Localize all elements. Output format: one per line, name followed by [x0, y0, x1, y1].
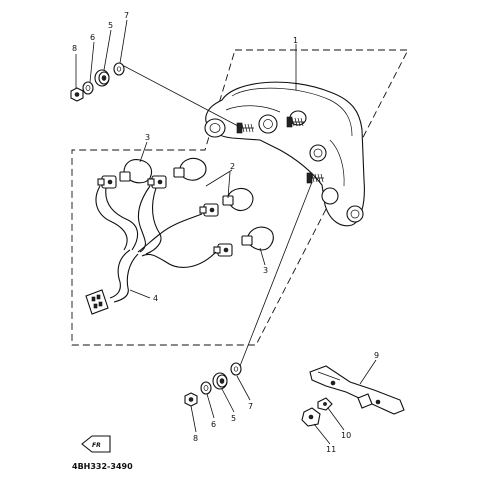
callout-5-upper: 5	[108, 21, 113, 30]
bulb-2-upper	[173, 157, 207, 181]
callout-numbers: 1 2 3 3 4 8 6 5 7 9 10 11 8 6 5 7	[72, 11, 379, 454]
lower-fastener-set	[184, 181, 313, 407]
housing-stud-left	[236, 122, 254, 134]
callout-5-lower: 5	[231, 414, 236, 423]
socket-upper-mid	[147, 175, 167, 189]
callout-11: 11	[326, 445, 336, 454]
bulb-3-lower	[241, 226, 274, 251]
front-arrow-icon: FR	[81, 435, 111, 453]
callout-7-lower: 7	[248, 402, 253, 411]
bulb-3-upper	[119, 159, 153, 184]
svg-text:FR: FR	[92, 442, 101, 449]
callout-6-lower: 6	[211, 420, 216, 429]
callout-3-lower: 3	[263, 266, 268, 275]
nut-8-upper	[70, 87, 84, 102]
bracket-9	[309, 365, 405, 415]
wire-harness	[85, 175, 233, 315]
callout-9: 9	[374, 351, 379, 360]
bulb-2-lower	[222, 187, 254, 212]
callout-10: 10	[341, 431, 351, 440]
callout-2: 2	[230, 162, 235, 171]
callout-6-upper: 6	[90, 33, 95, 42]
nut-8-lower	[184, 392, 198, 407]
grommet-5-lower	[212, 372, 228, 390]
leader-lines	[75, 19, 377, 445]
washer-7-upper	[113, 62, 125, 76]
upper-fastener-set	[70, 62, 239, 127]
callout-1: 1	[293, 36, 298, 45]
callout-3-upper: 3	[145, 133, 150, 142]
assembly-boundary	[71, 49, 409, 346]
spacer-6-lower	[200, 381, 212, 395]
callout-8-upper: 8	[72, 44, 77, 53]
nut-11	[301, 407, 321, 427]
washer-7-lower	[230, 362, 242, 376]
socket-upper-left	[97, 175, 117, 189]
part-code: 4BH332-3490	[72, 462, 133, 471]
socket-lower	[213, 243, 233, 257]
callout-7-upper: 7	[124, 11, 129, 20]
housing-stud-mid	[286, 116, 304, 128]
callout-8-lower: 8	[193, 434, 198, 443]
socket-mid-right	[199, 203, 219, 217]
nut-10	[317, 397, 333, 411]
tail-light-housing	[204, 81, 365, 227]
grommet-5-upper	[94, 69, 110, 87]
harness-connector	[85, 289, 109, 315]
spacer-6-upper	[82, 81, 94, 95]
callout-4: 4	[153, 294, 158, 303]
housing-stud-lower	[306, 172, 324, 184]
